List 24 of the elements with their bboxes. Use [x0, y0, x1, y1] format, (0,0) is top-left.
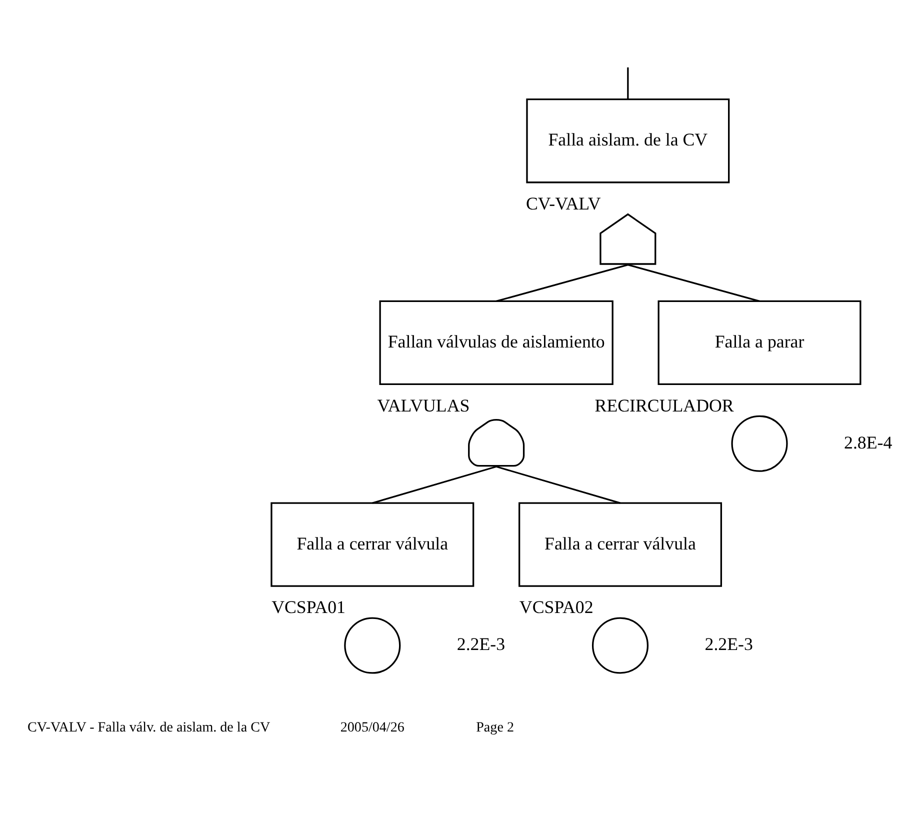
node-box: Falla a cerrar válvula [270, 502, 474, 586]
connector [628, 263, 760, 302]
node-label: 2.2E-3 [704, 634, 753, 654]
connector [627, 66, 629, 99]
node-label: VALVULAS [377, 394, 470, 415]
connector [496, 465, 620, 504]
node-box: Falla aislam. de la CV [526, 98, 730, 183]
node-circle [592, 616, 649, 674]
node-box: Falla a cerrar válvula [518, 502, 722, 586]
connector [372, 465, 497, 504]
node-label: CV-VALV [526, 192, 601, 213]
node-label: RECIRCULADOR [594, 394, 734, 415]
node-circle [731, 414, 788, 472]
node-label: VCSPA01 [272, 596, 346, 617]
node-label: 2.8E-4 [844, 432, 892, 452]
node-label: 2.2E-3 [456, 634, 506, 654]
node-box: Fallan válvulas de aislamiento [379, 300, 614, 385]
label: 2005/04/26 [340, 718, 404, 735]
label: CV-VALV - Falla válv. de aislam. de la CV [28, 718, 270, 735]
node-box: Falla a parar [658, 300, 862, 385]
connector [496, 263, 628, 302]
node-label: VCSPA02 [519, 596, 594, 617]
label: Page 2 [476, 718, 514, 735]
node-circle [344, 616, 401, 674]
